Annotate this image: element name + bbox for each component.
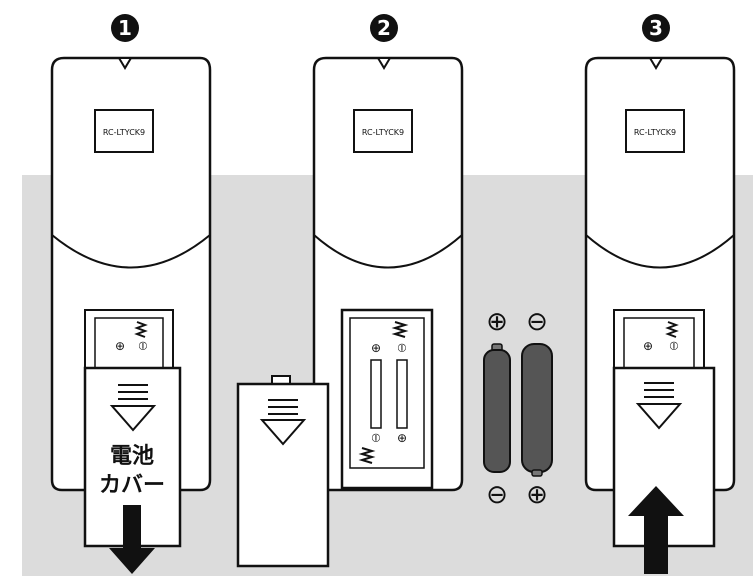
step-number: 2 [377, 16, 391, 40]
battery-compartment-inner [349, 317, 425, 469]
step-number: 3 [649, 16, 663, 40]
spring-terminal: ⦶ [398, 341, 407, 355]
battery-slot [370, 359, 382, 429]
battery-aa [483, 349, 511, 473]
cover-label-line1: 電池 [110, 444, 154, 469]
spring-icon [391, 321, 409, 338]
battery-minus-symbol: ⊖ [486, 480, 508, 510]
plus-terminal: ⊕ [115, 339, 125, 353]
battery-minus-symbol: ⊖ [526, 307, 548, 337]
spring-icon [134, 321, 148, 338]
remote-notch [117, 57, 133, 70]
battery-compartment [613, 309, 705, 371]
spring-terminal: ⦶ [670, 339, 679, 353]
remote-lid-curve [51, 234, 211, 269]
plus-terminal: ⊕ [643, 339, 653, 353]
down-triangle-icon [109, 405, 157, 432]
down-triangle-icon [259, 419, 307, 446]
battery-slot [396, 359, 408, 429]
battery-plus-symbol: ⊕ [526, 480, 548, 510]
remote-notch [648, 57, 664, 70]
plus-terminal: ⊕ [397, 431, 407, 445]
step-1: 1 RC-LTYCK9 ⊕ ⦶ 電池 カバー [50, 14, 212, 574]
remote-lid-curve [313, 234, 463, 269]
down-arrow-icon [109, 505, 155, 574]
spring-terminal: ⦶ [372, 431, 381, 445]
battery-cap [531, 469, 543, 477]
step-number: 1 [118, 16, 132, 40]
minus-terminal: ⦶ [139, 339, 148, 353]
model-label-box [94, 109, 154, 153]
battery-plus-symbol: ⊕ [486, 307, 508, 337]
model-label: RC-LTYCK9 [362, 128, 404, 137]
step-number-badge [111, 14, 139, 42]
cover-label-line2: カバー [99, 473, 165, 498]
battery-cover [612, 366, 716, 548]
remote-notch [376, 57, 392, 70]
spring-icon [665, 321, 679, 338]
battery-compartment [340, 308, 434, 490]
model-label: RC-LTYCK9 [634, 128, 676, 137]
remote-lid-curve [585, 234, 735, 269]
model-label: RC-LTYCK9 [103, 128, 145, 137]
plus-terminal: ⊕ [371, 341, 381, 355]
model-label-box [353, 109, 413, 153]
model-label-box [625, 109, 685, 153]
step-3: 3 RC-LTYCK9 ⊕ ⦶ [584, 14, 736, 574]
step-2: 2 RC-LTYCK9 ⊕ ⦶ ⦶ ⊕ ⊕ ⊖ ⊖ ⊕ [236, 14, 553, 568]
up-arrow-icon [628, 486, 684, 574]
battery-aa [521, 343, 553, 473]
battery-cover [83, 366, 182, 548]
down-triangle-icon [635, 403, 683, 430]
step-number-badge [370, 14, 398, 42]
step-number-badge [642, 14, 670, 42]
battery-compartment [84, 309, 174, 371]
battery-cover [236, 382, 330, 568]
spring-icon [358, 447, 376, 464]
